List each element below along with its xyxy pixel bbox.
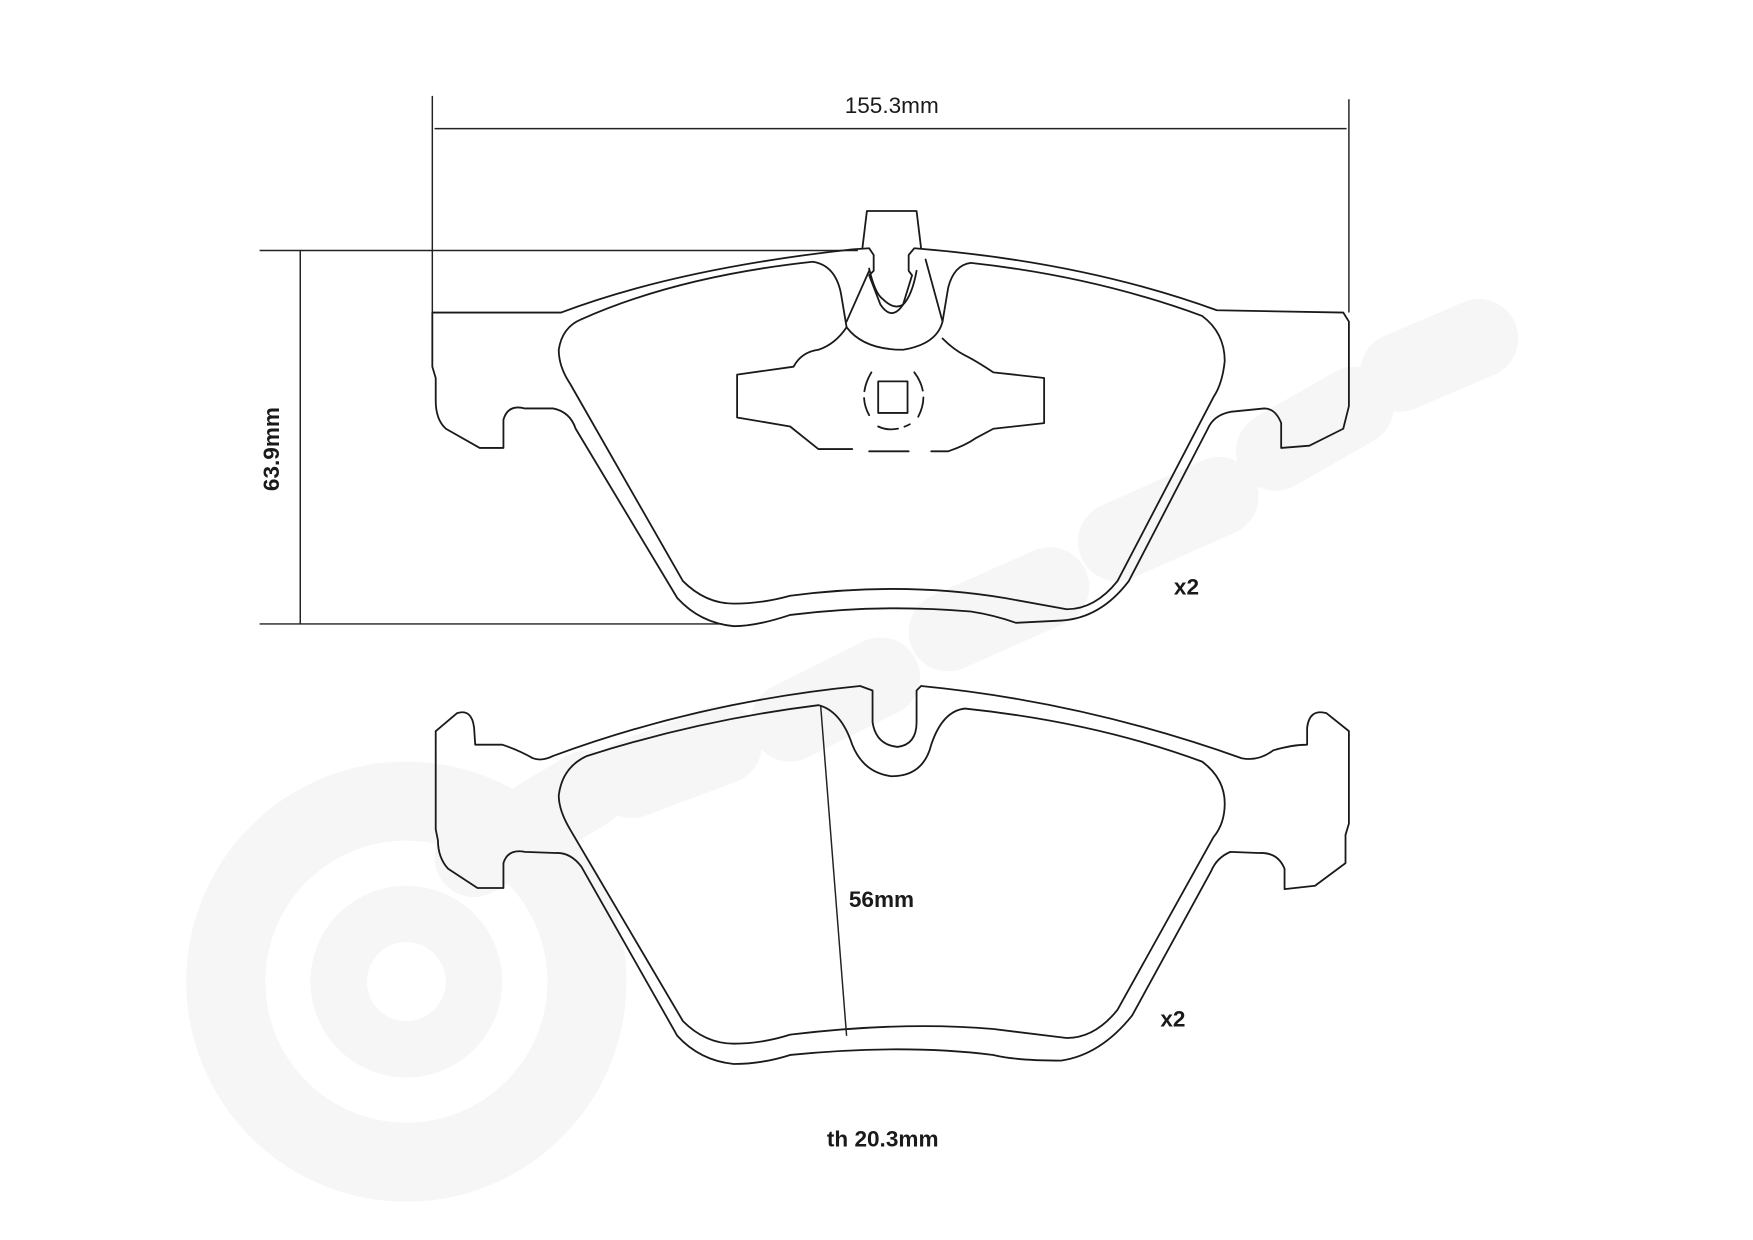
thickness-label: th 20.3mm bbox=[827, 1126, 939, 1151]
width-dimension: 155.3mm bbox=[431, 93, 1350, 313]
wear-indicator-square bbox=[877, 380, 909, 414]
friction-height-label: 56mm bbox=[849, 887, 914, 912]
inner-pad-quantity: x2 bbox=[1160, 1007, 1185, 1032]
friction-height-line bbox=[819, 705, 848, 1036]
width-dimension-label: 155.3mm bbox=[845, 93, 939, 118]
height-dimension-label: 63.9mm bbox=[259, 407, 284, 491]
outer-pad-quantity: x2 bbox=[1174, 575, 1199, 600]
outer-pad-outline: x2 bbox=[431, 210, 1350, 628]
brembo-watermark-logo bbox=[186, 298, 1519, 1202]
inner-pad-outline: 56mm x2 bbox=[434, 685, 1350, 1065]
height-dimension: 63.9mm bbox=[259, 249, 858, 625]
